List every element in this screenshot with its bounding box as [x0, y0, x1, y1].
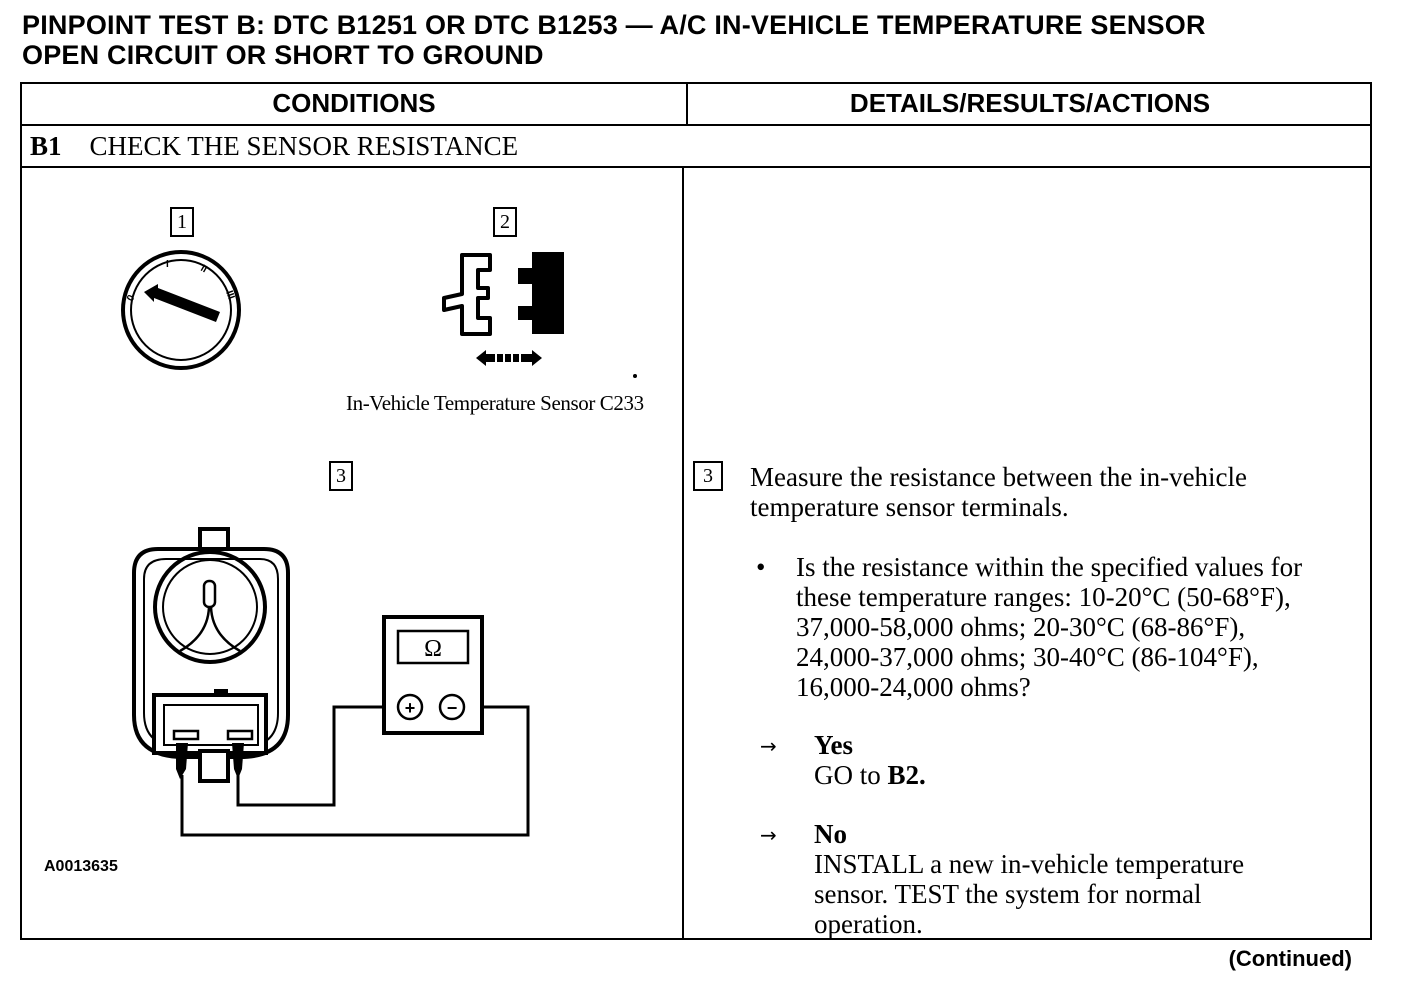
no-action-line-1: INSTALL a new in-vehicle temperature [814, 849, 1245, 879]
header-details: DETAILS/RESULTS/ACTIONS [849, 88, 1211, 118]
question-bullet: • [756, 552, 766, 582]
minus-terminal: − [447, 698, 458, 718]
ohm-symbol: Ω [424, 636, 442, 662]
step-rule [22, 166, 1370, 168]
sensor-caption: In-Vehicle Temperature Sensor C233 [346, 391, 644, 415]
title-line-1: PINPOINT TEST B: DTC B1251 OR DTC B1253 … [22, 10, 1206, 40]
yes-branch: Yes GO to B2. [814, 730, 926, 790]
header-divider [686, 84, 688, 124]
no-arrow-icon: → [760, 823, 777, 847]
yes-action-target: B2. [887, 760, 926, 790]
instruction-line-2: temperature sensor terminals. [750, 492, 1069, 522]
continued-label: (Continued) [1228, 946, 1352, 971]
body-divider [682, 168, 684, 938]
question: Is the resistance within the specified v… [796, 552, 1302, 702]
question-line-3: 37,000-58,000 ohms; 20-30°C (68-86°F), [796, 612, 1246, 642]
page-title: PINPOINT TEST B: DTC B1251 OR DTC B1253 … [22, 10, 1392, 70]
header-rule [22, 124, 1370, 126]
ignition-mark-3: III [223, 289, 236, 301]
connector-c233-icon [442, 252, 637, 378]
yes-label: Yes [814, 730, 853, 760]
title-line-2: OPEN CIRCUIT OR SHORT TO GROUND [22, 40, 544, 70]
sensor-wiring-diagram: Ω + − [132, 527, 530, 837]
details-callout-3: 3 [693, 461, 723, 491]
ignition-mark-2: II [199, 263, 210, 275]
question-line-1: Is the resistance within the specified v… [796, 552, 1303, 582]
step-id: B1 [30, 131, 62, 161]
callout-3: 3 [329, 461, 353, 491]
no-branch: No INSTALL a new in-vehicle temperature … [814, 819, 1244, 939]
yes-arrow-icon: → [760, 734, 777, 758]
yes-action-prefix: GO to [814, 760, 888, 790]
callout-1: 1 [170, 207, 194, 237]
ignition-mark-1: I [166, 259, 169, 270]
no-action-line-2: sensor. TEST the system for normal [814, 879, 1202, 909]
question-line-2: these temperature ranges: 10-20°C (50-68… [796, 582, 1291, 612]
yes-action: GO to B2. [814, 760, 926, 790]
plus-terminal: + [405, 698, 416, 718]
callout-2: 2 [493, 207, 517, 237]
pinpoint-test-table: CONDITIONS DETAILS/RESULTS/ACTIONS B1 CHE… [20, 82, 1372, 940]
instruction-line-1: Measure the resistance between the in-ve… [750, 462, 1248, 492]
step-heading: B1 CHECK THE SENSOR RESISTANCE [30, 131, 518, 162]
question-line-4: 24,000-37,000 ohms; 30-40°C (86-104°F), [796, 642, 1259, 672]
step-title: CHECK THE SENSOR RESISTANCE [89, 131, 519, 161]
instruction: Measure the resistance between the in-ve… [750, 462, 1247, 522]
no-action-line-3: operation. [814, 909, 923, 939]
ignition-mark-0: 0 [125, 293, 138, 304]
figure-id: A0013635 [44, 858, 118, 875]
ignition-switch-icon: 0 I II III [121, 250, 241, 370]
no-label: No [814, 819, 847, 849]
question-line-5: 16,000-24,000 ohms? [796, 672, 1031, 702]
header-conditions: CONDITIONS [272, 88, 436, 118]
